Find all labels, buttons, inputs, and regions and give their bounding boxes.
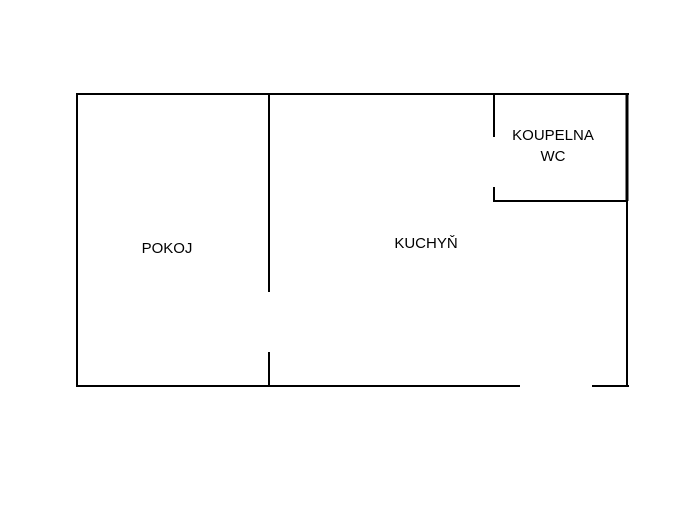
room-label-pokoj: POKOJ [142,240,193,257]
room-label-kuchyn: KUCHYŇ [394,235,457,252]
room-label-koupelna: KOUPELNA [512,127,594,144]
room-label-wc: WC [541,148,566,165]
